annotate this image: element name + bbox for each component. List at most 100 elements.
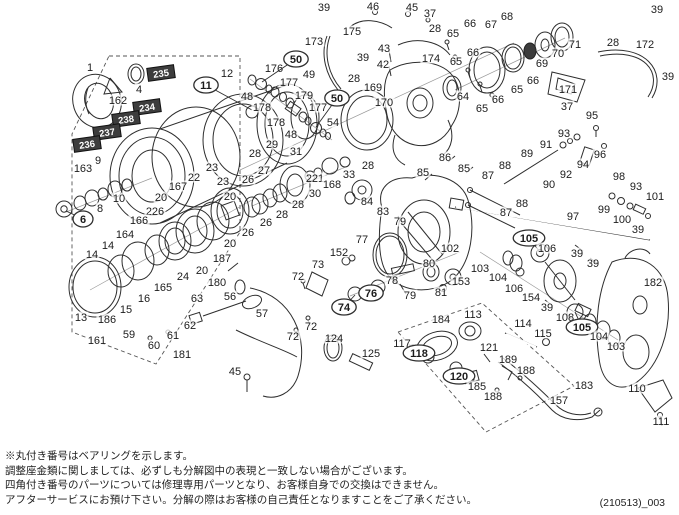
svg-text:180: 180	[208, 277, 226, 289]
part-label-152: 152	[328, 246, 350, 259]
svg-text:178: 178	[253, 102, 271, 114]
part-label-50-bearing: 50	[315, 89, 350, 128]
svg-text:162: 162	[109, 95, 127, 107]
svg-text:182: 182	[644, 277, 662, 289]
part-label-31: 31	[288, 145, 304, 158]
svg-text:68: 68	[501, 11, 513, 23]
svg-text:66: 66	[464, 18, 476, 30]
handle-art	[407, 321, 603, 421]
svg-text:28: 28	[276, 209, 288, 221]
svg-text:65: 65	[511, 84, 523, 96]
svg-text:235: 235	[153, 68, 171, 81]
svg-text:23: 23	[206, 162, 218, 174]
part-label-172: 172	[634, 38, 656, 51]
svg-text:152: 152	[330, 247, 348, 259]
svg-text:39: 39	[632, 224, 644, 236]
footer-note-line-3: 四角付き番号のパーツについては修理専用パーツとなり、お客様自身での交換はできませ…	[5, 479, 445, 491]
svg-text:43: 43	[378, 43, 390, 55]
part-label-13: 13	[73, 311, 89, 324]
svg-text:72: 72	[292, 271, 304, 283]
svg-text:20: 20	[196, 265, 208, 277]
svg-text:4: 4	[136, 84, 142, 96]
footer-note-line-4: アフターサービスにお預け下さい。分解の際はお客様の自己責任となりますことをご了承…	[5, 493, 477, 506]
svg-text:28: 28	[348, 73, 360, 85]
part-label-39: 39	[539, 301, 555, 314]
svg-text:20: 20	[224, 191, 236, 203]
part-label-16: 16	[136, 292, 152, 305]
svg-text:45: 45	[406, 2, 418, 14]
svg-text:153: 153	[452, 276, 470, 288]
part-label-28: 28	[346, 72, 362, 85]
svg-text:80: 80	[423, 258, 435, 270]
svg-text:84: 84	[361, 196, 373, 208]
part-label-72: 72	[290, 270, 306, 283]
svg-text:50: 50	[290, 54, 302, 66]
svg-text:118: 118	[410, 348, 428, 360]
part-label-181: 181	[171, 348, 193, 361]
svg-text:188: 188	[484, 391, 502, 403]
svg-text:184: 184	[432, 314, 450, 326]
svg-text:48: 48	[241, 91, 253, 103]
svg-text:91: 91	[540, 139, 552, 151]
svg-text:103: 103	[607, 341, 625, 353]
part-label-39: 39	[649, 3, 665, 16]
part-label-183: 183	[573, 379, 595, 392]
part-label-77: 77	[354, 233, 370, 246]
part-label-174: 174	[420, 52, 442, 65]
svg-text:26: 26	[242, 227, 254, 239]
svg-text:183: 183	[575, 380, 593, 392]
svg-text:105: 105	[573, 322, 591, 334]
part-label-118-bearing: 118	[402, 344, 436, 362]
svg-text:27: 27	[258, 165, 270, 177]
svg-text:67: 67	[485, 19, 497, 31]
footer-note-line-2: 調整座金類に関しましては、必ずしも分解図中の表現と一致しない場合がございます。	[5, 464, 413, 477]
part-label-79: 79	[402, 289, 418, 302]
part-label-153: 153	[450, 275, 472, 288]
part-label-101: 101	[644, 190, 666, 203]
svg-text:62: 62	[184, 320, 196, 332]
part-label-78: 78	[384, 274, 400, 287]
part-label-168: 168	[321, 178, 343, 191]
svg-text:64: 64	[457, 91, 469, 103]
part-label-20: 20	[153, 191, 169, 204]
part-label-90: 90	[541, 178, 557, 191]
svg-text:26: 26	[242, 174, 254, 186]
part-label-236-repair: 236	[72, 135, 102, 153]
part-label-110: 110	[626, 382, 648, 395]
part-label-173: 173	[303, 35, 325, 48]
svg-text:88: 88	[499, 160, 511, 172]
svg-text:173: 173	[305, 36, 323, 48]
part-label-37: 37	[559, 100, 575, 113]
svg-text:24: 24	[177, 271, 189, 283]
part-label-105-bearing: 105	[512, 229, 546, 253]
part-label-125: 125	[360, 347, 382, 360]
part-label-72: 72	[285, 330, 301, 343]
svg-text:12: 12	[221, 68, 233, 80]
svg-text:76: 76	[365, 288, 377, 300]
svg-text:114: 114	[514, 318, 532, 330]
svg-text:48: 48	[285, 129, 297, 141]
svg-text:172: 172	[636, 39, 654, 51]
part-label-42: 42	[375, 58, 391, 71]
svg-text:157: 157	[550, 395, 568, 407]
svg-text:171: 171	[559, 84, 577, 96]
part-label-39: 39	[569, 247, 585, 260]
part-label-22: 22	[186, 171, 202, 184]
svg-text:174: 174	[422, 53, 440, 65]
svg-text:39: 39	[357, 52, 369, 64]
part-label-59: 59	[121, 328, 137, 341]
part-label-48: 48	[283, 128, 299, 141]
part-label-66: 66	[462, 17, 478, 30]
footer-note-line-1: ※丸付き番号はベアリングを示します。	[5, 450, 193, 462]
svg-text:20: 20	[155, 192, 167, 204]
part-label-45: 45	[227, 365, 243, 378]
svg-text:86: 86	[439, 152, 451, 164]
part-label-177: 177	[278, 76, 300, 89]
part-label-57: 57	[254, 307, 270, 320]
part-label-49: 49	[301, 68, 317, 81]
part-label-89: 89	[519, 147, 535, 160]
svg-text:97: 97	[567, 211, 579, 223]
part-label-83: 83	[375, 205, 391, 218]
svg-text:94: 94	[577, 159, 589, 171]
part-label-39: 39	[355, 51, 371, 64]
